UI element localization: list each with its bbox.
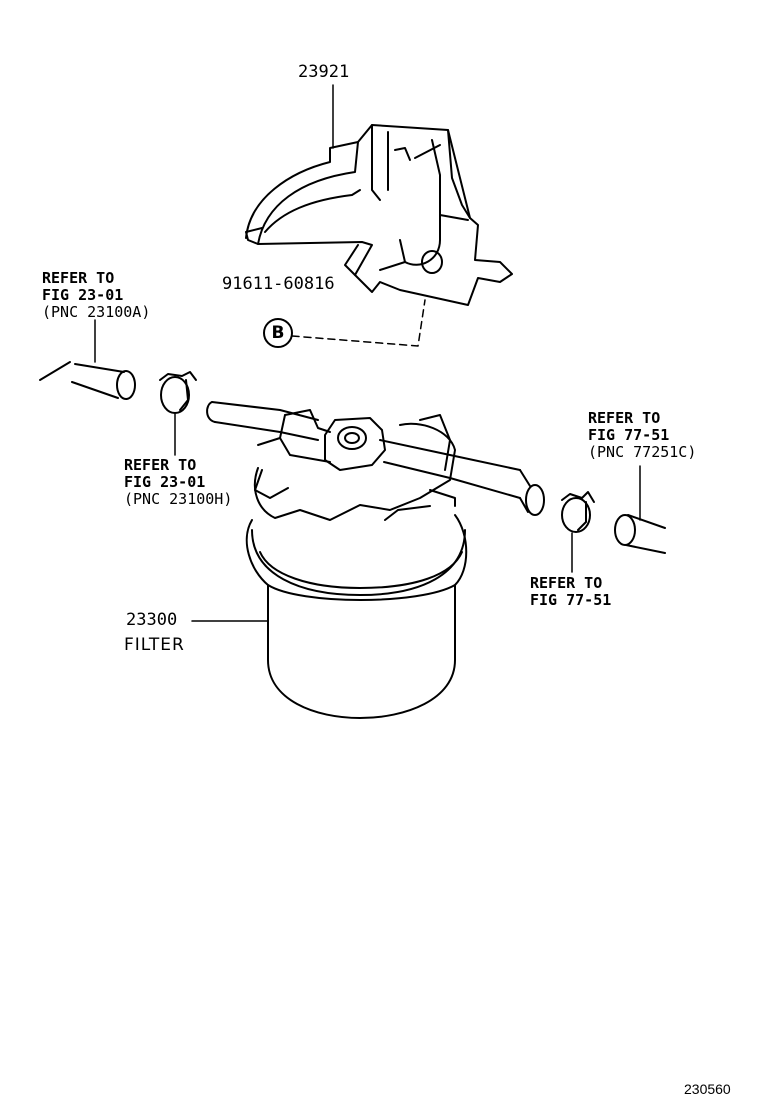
leader-line-bolt	[291, 299, 426, 347]
hose-right[interactable]	[614, 514, 666, 554]
part-name-filter: FILTER	[124, 635, 185, 655]
clamp-left[interactable]	[159, 371, 197, 414]
fuel-filter-23300[interactable]	[206, 401, 545, 719]
reference-line-2: FIG 23-01	[42, 286, 124, 304]
reference-line-2: FIG 77-51	[588, 426, 670, 444]
reference-line-3: (PNC 23100H)	[124, 490, 233, 508]
bolt-b-symbol: B	[263, 318, 293, 348]
reference-line-1: REFER TO	[124, 456, 197, 474]
reference-line-1: REFER TO	[588, 409, 661, 427]
reference-line-2: FIG 77-51	[530, 591, 612, 609]
bracket-23921[interactable]	[245, 124, 513, 306]
reference-line-3: (PNC 77251C)	[588, 443, 697, 461]
clamp-right[interactable]	[561, 491, 595, 533]
part-number-filter[interactable]: 23300	[126, 610, 178, 630]
part-number-bolt[interactable]: 91611-60816	[222, 274, 335, 294]
hose-left[interactable]	[39, 361, 136, 400]
reference-line-1: REFER TO	[42, 269, 115, 287]
part-number-bracket[interactable]: 23921	[298, 62, 350, 82]
reference-line-2: FIG 23-01	[124, 473, 206, 491]
reference-line-1: REFER TO	[530, 574, 603, 592]
figure-number: 230560	[684, 1081, 731, 1097]
reference-line-3: (PNC 23100A)	[42, 303, 151, 321]
